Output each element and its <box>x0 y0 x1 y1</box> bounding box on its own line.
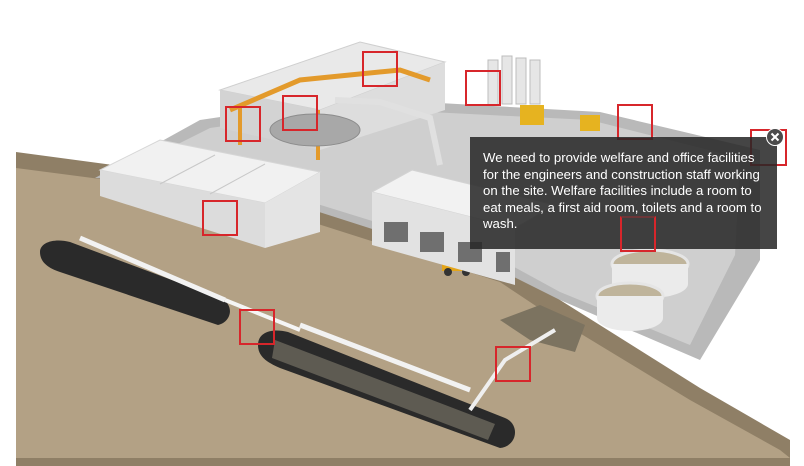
silo <box>515 57 527 105</box>
tent-front <box>265 172 320 248</box>
barge-load <box>272 340 495 440</box>
soil-bay <box>500 305 585 352</box>
barge <box>40 240 230 325</box>
tent-side <box>100 170 265 248</box>
loader-wheel <box>444 268 452 276</box>
hotspot[interactable] <box>362 51 398 87</box>
conveyor-ramp <box>468 328 557 412</box>
close-button[interactable] <box>766 128 784 146</box>
river <box>16 168 790 458</box>
barge-railing <box>79 235 226 303</box>
tent-seam <box>209 163 266 195</box>
hotspot[interactable] <box>495 346 531 382</box>
hotspot[interactable] <box>202 200 238 236</box>
silo <box>501 55 513 105</box>
hotspot[interactable] <box>282 95 318 131</box>
storage-bay <box>384 222 408 242</box>
yellow-truck <box>580 115 600 131</box>
hotspot[interactable] <box>465 70 501 106</box>
hotspot[interactable] <box>617 104 653 140</box>
storage-bay <box>420 232 444 252</box>
storage-bay <box>496 252 510 272</box>
conveyor-pipe <box>334 97 443 166</box>
close-icon <box>770 132 780 142</box>
silo <box>529 59 541 105</box>
hotspot[interactable] <box>225 106 261 142</box>
barge-railing <box>299 322 471 393</box>
yellow-machine <box>520 105 544 125</box>
hotspot[interactable] <box>239 309 275 345</box>
tent-seam <box>159 154 216 185</box>
info-tooltip: We need to provide welfare and office fa… <box>470 137 777 249</box>
walkway <box>224 298 301 332</box>
cylinder-tank-wall <box>597 296 663 331</box>
hotspot[interactable] <box>620 216 656 252</box>
gantry-crane <box>229 67 431 113</box>
info-tooltip-text: We need to provide welfare and office fa… <box>483 150 762 232</box>
